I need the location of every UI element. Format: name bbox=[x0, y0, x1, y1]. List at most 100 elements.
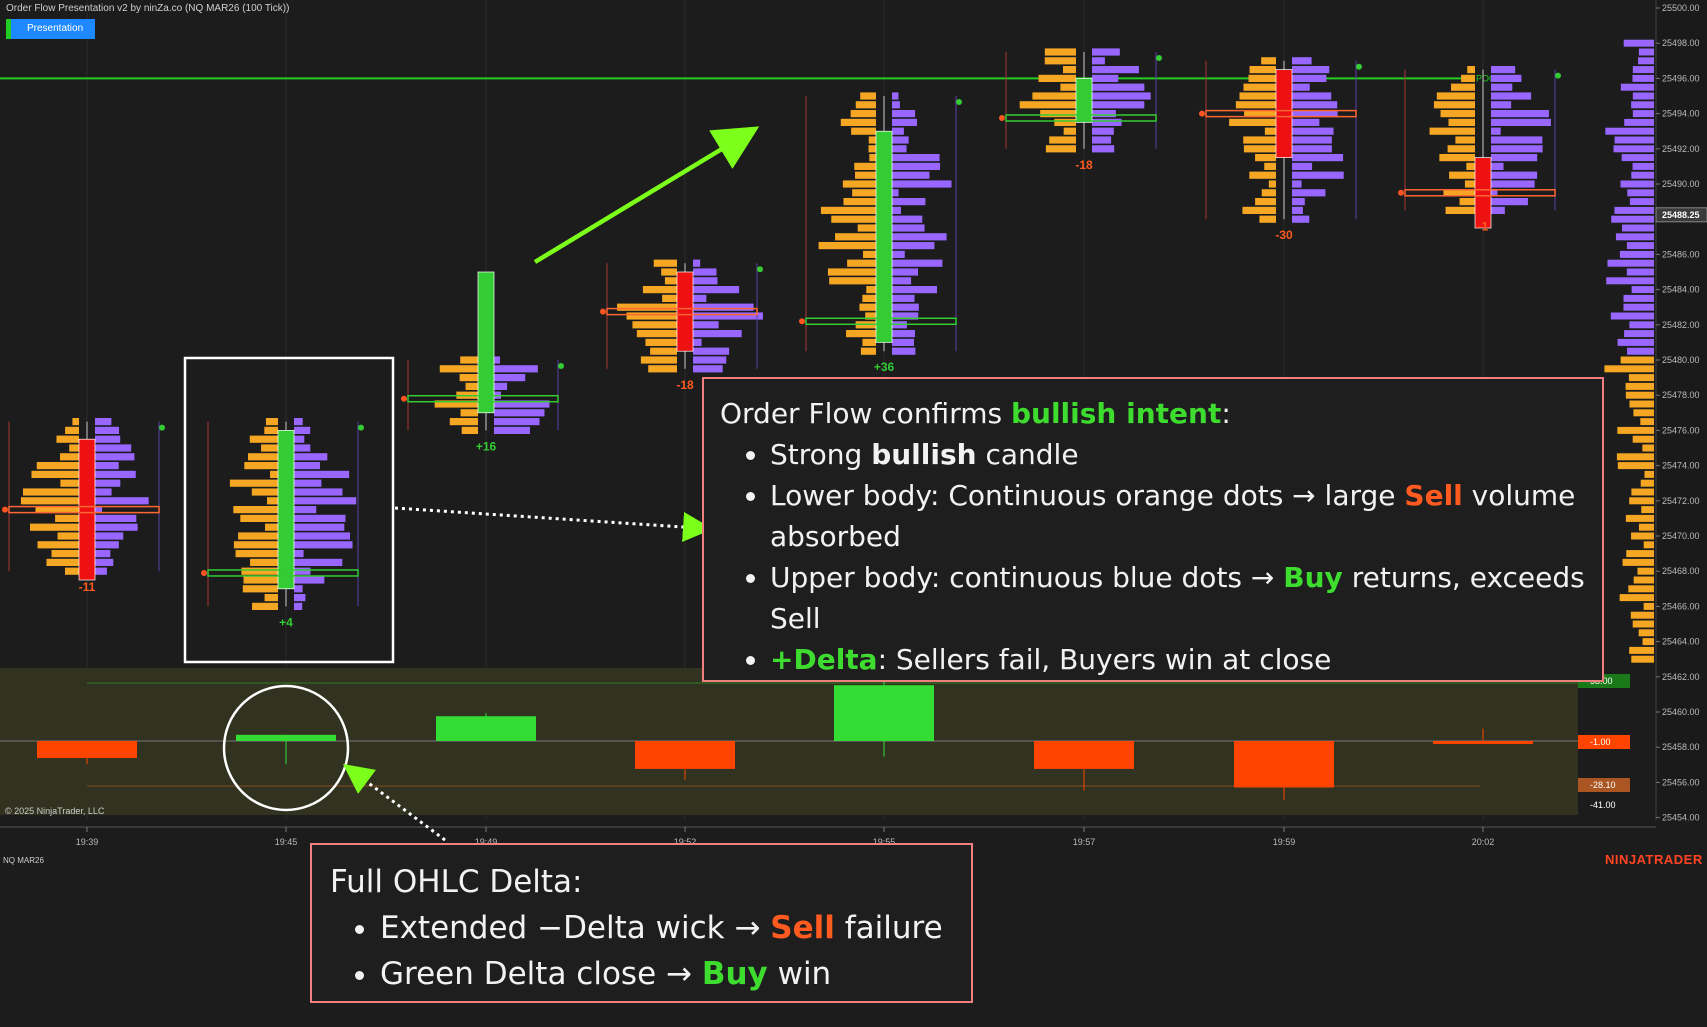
axis-tick-label: 25454.00 bbox=[1662, 813, 1700, 823]
bullet-strong-candle: Strong bullish candle bbox=[770, 434, 1586, 475]
buy-volume-bar bbox=[892, 259, 943, 267]
bar-poc-box bbox=[805, 317, 957, 326]
buy-volume-bar bbox=[892, 171, 930, 179]
sell-volume-bar bbox=[1235, 101, 1276, 109]
buy-volume-bar bbox=[1092, 110, 1116, 118]
profile-bar bbox=[1623, 39, 1654, 47]
buy-volume-bar bbox=[1491, 92, 1532, 100]
focus-box bbox=[183, 356, 395, 664]
sell-volume-bar bbox=[235, 550, 278, 558]
buy-volume-bar bbox=[294, 506, 317, 514]
buy-volume-bar bbox=[1292, 180, 1302, 188]
buy-volume-bar bbox=[95, 532, 124, 540]
buy-volume-bar bbox=[95, 470, 136, 478]
buy-imbalance-dot bbox=[757, 266, 763, 273]
sell-volume-bar bbox=[229, 479, 278, 487]
buy-volume-bar bbox=[294, 435, 305, 443]
callout-title: Full OHLC Delta: bbox=[330, 864, 583, 900]
buy-volume-bar bbox=[892, 189, 899, 197]
buy-volume-bar bbox=[294, 462, 320, 470]
sell-volume-bar bbox=[855, 171, 876, 179]
buy-volume-bar bbox=[494, 382, 508, 390]
sell-volume-bar bbox=[1449, 171, 1475, 179]
buy-volume-bar bbox=[693, 356, 727, 364]
sell-volume-bar bbox=[1243, 136, 1276, 144]
buy-volume-bar bbox=[892, 136, 909, 144]
sell-volume-bar bbox=[1436, 92, 1475, 100]
time-tick-label: 19:59 bbox=[1273, 837, 1296, 847]
sell-volume-bar bbox=[1445, 206, 1475, 214]
profile-bar bbox=[1637, 567, 1654, 575]
sell-volume-bar bbox=[818, 242, 876, 250]
sell-volume-bar bbox=[242, 585, 278, 593]
buy-volume-bar bbox=[1292, 92, 1332, 100]
sell-volume-bar bbox=[626, 312, 677, 320]
buy-volume-bar bbox=[294, 550, 304, 558]
profile-bar bbox=[1620, 180, 1654, 188]
candle-body bbox=[1075, 78, 1093, 123]
axis-tick-label: 25500.00 bbox=[1662, 3, 1700, 13]
presentation-badge[interactable]: Presentation bbox=[6, 19, 95, 39]
axis-tick-label: 25490.00 bbox=[1662, 179, 1700, 189]
axis-tick-label: 25478.00 bbox=[1662, 390, 1700, 400]
profile-bar bbox=[1631, 171, 1654, 179]
sell-imbalance-dot bbox=[1398, 189, 1404, 196]
bullet-text: candle bbox=[976, 438, 1079, 471]
sell-volume-bar bbox=[1459, 198, 1475, 206]
axis-tick-label: 25480.00 bbox=[1662, 355, 1700, 365]
sell-volume-bar bbox=[664, 277, 677, 285]
time-tick-label: 20:02 bbox=[1472, 837, 1495, 847]
price-axis: 25500.0025498.0025496.0025494.0025492.00… bbox=[0, 0, 1707, 847]
buy-volume-bar bbox=[1292, 171, 1344, 179]
sell-volume-bar bbox=[835, 233, 876, 241]
profile-bar bbox=[1632, 620, 1654, 628]
buy-imbalance-dot bbox=[558, 363, 564, 369]
sell-volume-bar bbox=[645, 338, 677, 346]
bullet-highlight: Buy bbox=[701, 956, 768, 992]
buy-volume-bar bbox=[95, 453, 135, 461]
sell-volume-bar bbox=[1060, 83, 1076, 91]
sell-volume-bar bbox=[829, 277, 876, 285]
profile-bar bbox=[1622, 558, 1654, 566]
sell-volume-bar bbox=[233, 506, 278, 514]
profile-bar bbox=[1605, 127, 1654, 135]
bullet-highlight: Sell bbox=[1404, 479, 1463, 512]
sell-volume-bar bbox=[847, 259, 876, 267]
sell-imbalance-dot bbox=[201, 569, 207, 576]
buy-volume-bar bbox=[892, 277, 912, 285]
buy-volume-bar bbox=[95, 523, 138, 531]
sell-volume-bar bbox=[869, 154, 876, 162]
chart-title: Order Flow Presentation v2 by ninZa.co (… bbox=[6, 3, 290, 14]
sell-volume-bar bbox=[29, 523, 79, 531]
buy-volume-bar bbox=[95, 567, 107, 575]
delta-bar bbox=[236, 734, 336, 741]
sell-volume-bar bbox=[857, 224, 876, 232]
axis-tick-label: 25484.00 bbox=[1662, 285, 1700, 295]
sell-volume-bar bbox=[460, 356, 478, 364]
buy-volume-bar bbox=[693, 330, 742, 338]
sell-volume-bar bbox=[1019, 101, 1076, 109]
sell-volume-bar bbox=[1433, 101, 1475, 109]
delta-bar bbox=[1034, 741, 1134, 769]
buy-volume-bar bbox=[1292, 110, 1338, 118]
axis-tick-label: 25462.00 bbox=[1662, 672, 1700, 682]
time-tick-label: 19:39 bbox=[76, 837, 99, 847]
buy-volume-bar bbox=[892, 101, 900, 109]
sell-volume-bar bbox=[1455, 136, 1475, 144]
buy-volume-bar bbox=[1491, 110, 1549, 118]
buy-volume-bar bbox=[494, 400, 550, 408]
buy-volume-bar bbox=[494, 426, 530, 434]
delta-label: +36 bbox=[874, 360, 895, 374]
delta-label: -18 bbox=[676, 378, 694, 392]
axis-tick-label: 25458.00 bbox=[1662, 742, 1700, 752]
profile-bar bbox=[1643, 602, 1654, 610]
sell-volume-bar bbox=[460, 409, 478, 417]
profile-bar bbox=[1630, 611, 1654, 619]
delta-label: -11 bbox=[79, 580, 96, 594]
buy-volume-bar bbox=[1292, 154, 1344, 162]
sell-volume-bar bbox=[46, 558, 79, 566]
delta-bar bbox=[834, 685, 934, 741]
buy-imbalance-dot bbox=[1156, 55, 1162, 61]
sell-volume-bar bbox=[1054, 118, 1076, 126]
